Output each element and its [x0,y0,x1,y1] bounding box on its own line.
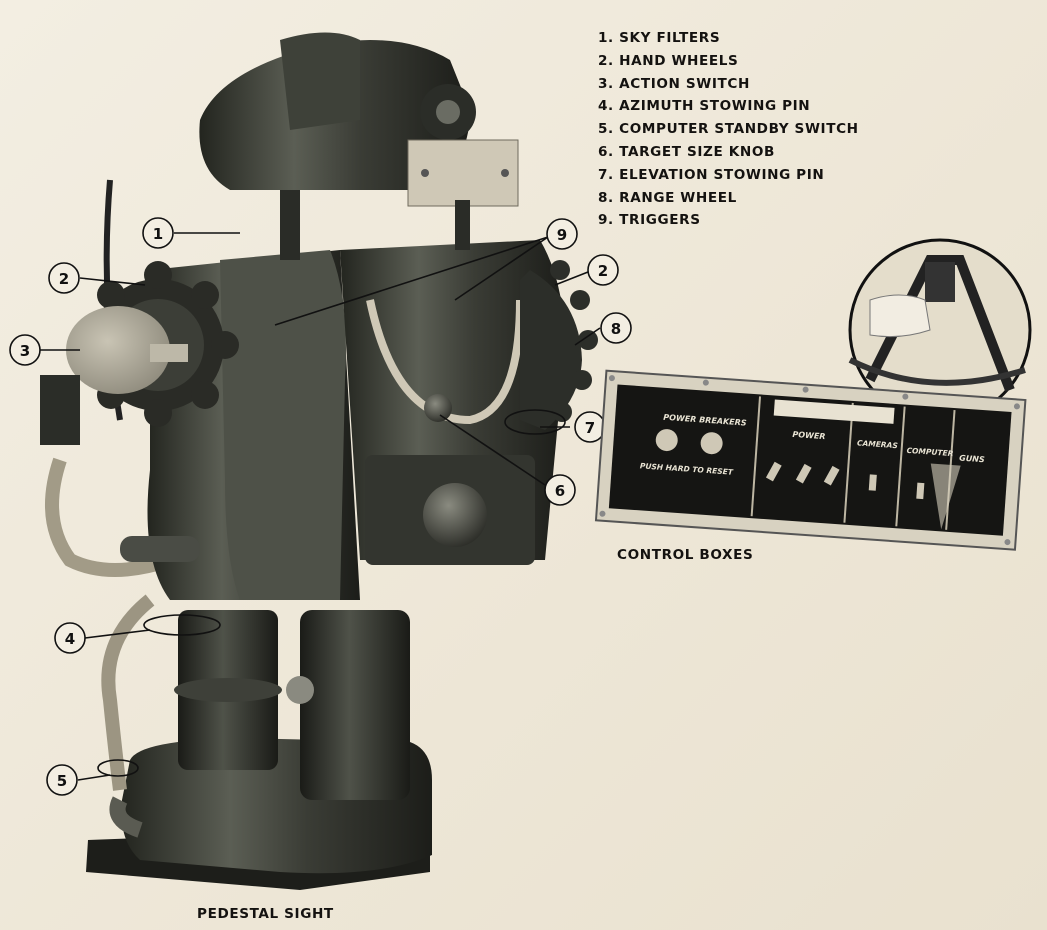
svg-text:4: 4 [65,630,75,648]
computer-toggle[interactable] [916,482,925,500]
screw [421,169,429,177]
svg-text:3: 3 [20,342,30,360]
legend-item: 3. ACTION SWITCH [598,75,750,92]
panel-screws [599,375,1020,546]
svg-text:6: 6 [555,482,565,500]
control-box-panel: POWER BREAKERS PUSH HARD TO RESET POWER … [594,369,1027,551]
bolt [286,676,314,704]
panel-glare [930,463,961,530]
body-front-plate [220,250,346,600]
legend-item: 4. AZIMUTH STOWING PIN [598,98,811,115]
svg-text:2: 2 [59,270,69,288]
legend-item: 8. RANGE WHEEL [598,189,737,206]
callout-1: 1 [142,217,174,249]
hand-wheel-right[interactable] [520,260,598,430]
yoke-frame [280,190,470,260]
leader-lines [40,232,601,781]
breaker-button-1[interactable] [655,428,678,452]
callout-5: 5 [46,764,78,796]
parts-legend: 1. SKY FILTERS 2. HAND WHEELS 3. ACTION … [598,27,859,232]
cable [101,594,155,791]
head-top [280,32,360,130]
trigger-frame [366,299,524,425]
callout-9: 9 [546,218,578,250]
callout-2-left: 2 [48,262,80,294]
cable-left [45,457,173,577]
callout-7: 7 [574,411,606,443]
target-size-knob[interactable] [424,394,452,422]
svg-text:9: 9 [557,226,567,244]
svg-text:5: 5 [57,772,67,790]
breaker-button-2[interactable] [700,431,723,455]
eyepiece-lens [436,100,460,124]
callout-3: 3 [9,334,41,366]
pedestal-sight-caption: PEDESTAL SIGHT [197,906,334,922]
power-label: POWER [792,430,826,441]
camera-toggle[interactable] [868,474,877,491]
action-switch[interactable] [66,306,188,394]
guns-label: GUNS [959,454,985,465]
screw [501,169,509,177]
power-toggles[interactable] [765,461,840,486]
callouts: 1 2 2 3 4 5 6 7 8 9 [9,217,632,796]
range-knob[interactable] [423,483,487,547]
highlight-ovals [97,409,566,777]
cable-elbow [109,796,143,838]
pedestal-column-right [300,610,410,800]
svg-text:8: 8 [611,320,621,338]
legend-item: 9. TRIGGERS [598,212,701,229]
svg-text:1: 1 [153,225,163,243]
control-boxes-caption: CONTROL BOXES [617,547,754,563]
svg-text:7: 7 [585,419,595,437]
legend-item: 1. SKY FILTERS [598,30,721,46]
side-box [40,375,80,445]
callout-8: 8 [600,312,632,344]
legend-item: 5. COMPUTER STANDBY SWITCH [598,121,859,138]
cable-connector [120,536,200,562]
pedestal-sight [40,32,598,890]
legend-item: 6. TARGET SIZE KNOB [598,143,775,160]
callout-6: 6 [544,474,576,506]
legend-item: 7. ELEVATION STOWING PIN [598,166,825,183]
panel-label-plate [773,399,895,424]
svg-text:2: 2 [598,262,608,280]
callout-2-right: 2 [587,254,619,286]
computer-label: COMPUTER [906,446,954,458]
legend-item: 2. HAND WHEELS [598,52,739,69]
cameras-label: CAMERAS [857,438,898,450]
callout-4: 4 [54,622,86,654]
column-ring [174,678,282,702]
